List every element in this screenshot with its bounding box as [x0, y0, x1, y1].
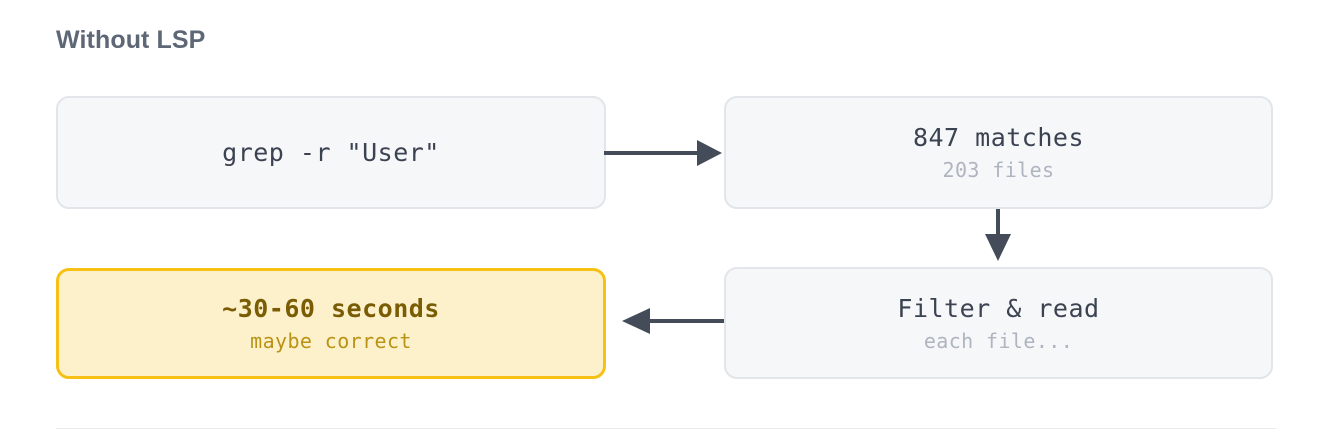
arrow-down-icon	[985, 209, 1011, 261]
flow-node-filter: Filter & read each file...	[724, 267, 1273, 379]
page-title: Without LSP	[56, 26, 206, 54]
arrow-left-icon	[622, 308, 724, 334]
arrow-right-icon	[604, 140, 722, 166]
flow-node-filter-title: Filter & read	[897, 293, 1100, 323]
flow-node-matches: 847 matches 203 files	[724, 96, 1273, 209]
flow-node-grep-title: grep -r "User"	[222, 137, 440, 167]
flow-node-duration-subtitle: maybe correct	[250, 329, 412, 353]
flow-node-filter-subtitle: each file...	[923, 328, 1074, 353]
flow-node-matches-title: 847 matches	[912, 123, 1085, 152]
section-divider	[56, 428, 1276, 429]
flow-node-duration-title: ~30-60 seconds	[222, 294, 440, 323]
flow-node-grep: grep -r "User"	[56, 96, 606, 209]
flow-node-matches-subtitle: 203 files	[942, 158, 1055, 182]
flow-node-duration: ~30-60 seconds maybe correct	[56, 268, 606, 379]
